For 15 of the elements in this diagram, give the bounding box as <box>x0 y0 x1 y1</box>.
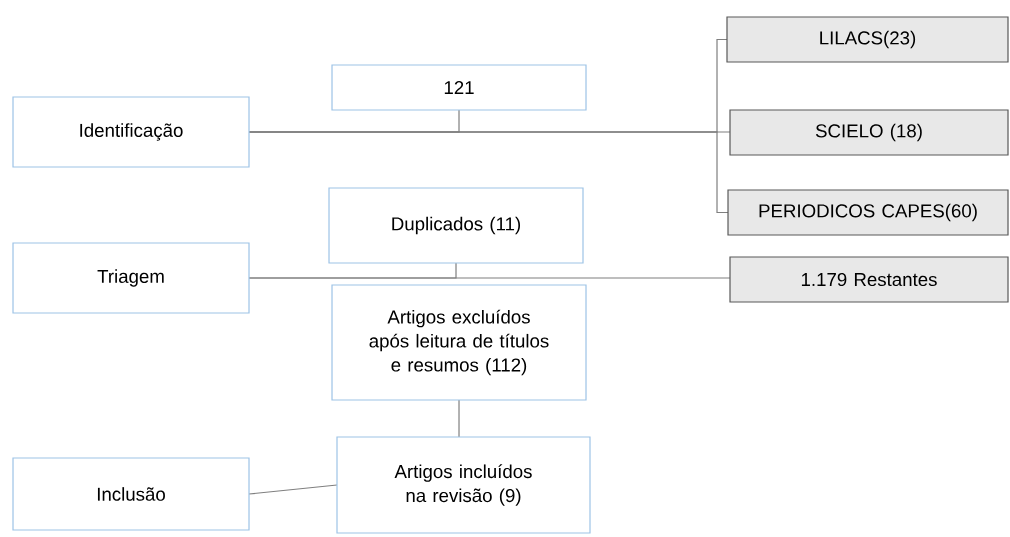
process-box: Duplicados (11) <box>328 187 584 264</box>
connector-line <box>458 399 460 438</box>
connector-line <box>248 484 338 495</box>
process-box: Inclusão <box>12 457 250 531</box>
process-box: 121 <box>331 64 587 111</box>
source-box: 1.179 Restantes <box>729 256 1009 303</box>
process-box: Artigos incluídos na revisão (9) <box>336 436 591 534</box>
process-box: Identificação <box>12 96 250 168</box>
process-box: Triagem <box>12 242 250 314</box>
source-box: SCIELO (18) <box>729 109 1009 156</box>
process-box: Artigos excluídos após leitura de títulos e resumos (112) <box>331 284 587 401</box>
source-box: LILACS(23) <box>726 16 1009 63</box>
connector-line <box>248 277 731 279</box>
connector-line <box>248 131 729 214</box>
source-box: PERIODICOS CAPES(60) <box>727 189 1009 236</box>
